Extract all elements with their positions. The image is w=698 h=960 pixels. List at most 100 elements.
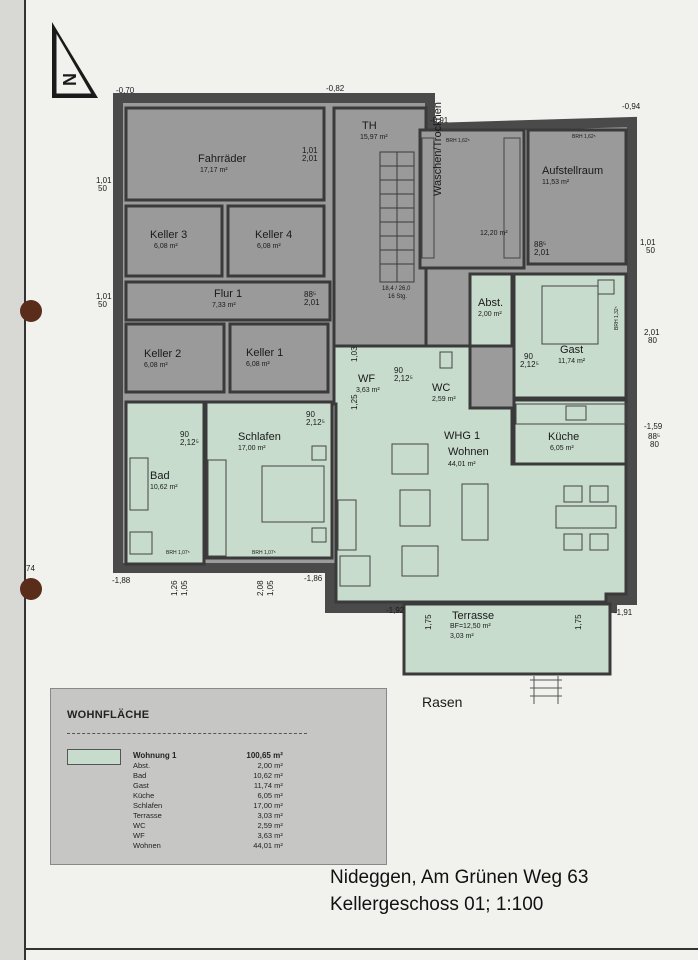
stair-steps: 16 Stg. — [388, 294, 408, 300]
room-area: 17,17 m² — [200, 167, 228, 174]
furniture — [129, 137, 627, 587]
dimension: 80 — [648, 336, 657, 345]
window-sill: BRH 1,62⁵ — [572, 134, 596, 140]
room-name: Terrasse — [452, 610, 495, 622]
dimension: 2,12⁵ — [394, 374, 413, 383]
dimension: 2,01 — [644, 328, 660, 337]
level-mark: -1,59 — [644, 422, 663, 431]
dimension: 88⁵ — [534, 240, 547, 249]
legend-name: Terrasse — [133, 811, 162, 820]
window-sill: BRH 1,32⁵ — [614, 306, 620, 330]
room-area: 6,08 m² — [246, 361, 270, 368]
room-area: 15,97 m² — [360, 134, 388, 141]
legend-swatch — [67, 749, 121, 765]
legend-value: 44,01 m² — [253, 841, 283, 850]
room-name: Flur 1 — [214, 288, 243, 300]
legend-title: WOHNFLÄCHE — [67, 709, 150, 721]
room-name: Fahrräder — [198, 153, 247, 165]
dimension: 1,03 — [350, 346, 359, 362]
apartment-name: WHG 1 — [444, 430, 481, 442]
room-name: Abst. — [478, 297, 504, 309]
room-area: 11,53 m² — [542, 179, 570, 186]
room-area: 7,33 m² — [212, 302, 236, 309]
dimension: 2,01 — [304, 298, 320, 307]
room-name: Keller 4 — [255, 229, 293, 241]
window-sill: BRH 1,07⁵ — [166, 550, 190, 556]
dimension: 1,05 — [180, 580, 189, 596]
area-legend: WOHNFLÄCHE Wohnung 1 100,65 m² Abst. 2,00… — [50, 688, 387, 865]
level-mark: -1,92 — [386, 606, 405, 615]
dimension: 50 — [98, 300, 107, 309]
apartment-rooms — [124, 272, 628, 676]
dimension: 1,01 — [96, 176, 112, 185]
legend-value: 2,00 m² — [257, 761, 283, 770]
legend-value: 100,65 m² — [246, 751, 283, 760]
level-mark: -1,86 — [304, 574, 323, 583]
dimension: 1,26 — [170, 580, 179, 596]
plan-subtitle: Kellergeschoss 01; 1:100 — [330, 894, 544, 915]
legend-name: Abst. — [133, 761, 151, 770]
plan-title: Nideggen, Am Grünen Weg 63 — [330, 867, 589, 888]
room-name: Wohnen — [448, 446, 489, 458]
room-name: Aufstellraum — [542, 165, 604, 177]
dimension: 1,05 — [266, 580, 275, 596]
legend-name: Wohnen — [133, 841, 161, 850]
dimension: 80 — [650, 440, 659, 449]
room-name: Küche — [548, 431, 580, 443]
dimension: 88⁵ — [648, 432, 661, 441]
room-name: Schlafen — [238, 431, 281, 443]
room-area: 2,00 m² — [478, 311, 502, 318]
room-name: TH — [362, 120, 377, 132]
room-area: 11,74 m² — [558, 358, 586, 365]
legend-value: 6,05 m² — [257, 791, 283, 800]
legend-row: Wohnen 44,01 m² — [133, 841, 283, 851]
window-sill: BRH 1,07⁵ — [252, 550, 276, 556]
legend-name: Wohnung 1 — [133, 751, 177, 760]
grey-rooms — [124, 106, 628, 400]
legend-row: Wohnung 1 100,65 m² — [133, 751, 283, 761]
room-area: 6,08 m² — [257, 243, 281, 250]
dimension: 2,01 — [302, 154, 318, 163]
room-area: 17,00 m² — [238, 445, 266, 452]
legend-name: Schlafen — [133, 801, 163, 810]
legend-row: Küche 6,05 m² — [133, 791, 283, 801]
room-area: 6,08 m² — [144, 362, 168, 369]
legend-name: Küche — [133, 791, 155, 800]
dimension: 2,12⁵ — [520, 360, 539, 369]
room-name: WF — [358, 373, 376, 385]
dimension: 88⁵ — [304, 290, 317, 299]
level-mark: -0,70 — [116, 86, 135, 95]
north-arrow-icon: N — [52, 22, 98, 98]
dimension: 90 — [524, 352, 533, 361]
dimension: 2,12⁵ — [306, 418, 325, 427]
stair-label: 18,4 / 26,0 — [382, 286, 411, 292]
room-name: Keller 1 — [246, 347, 284, 359]
room-name: Bad — [150, 470, 170, 482]
dimension: 2,08 — [256, 580, 265, 596]
dimension: 50 — [98, 184, 107, 193]
legend-value: 10,62 m² — [253, 771, 283, 780]
room-name: Gast — [560, 344, 584, 356]
legend-value: 11,74 m² — [253, 781, 283, 790]
dimension: 1,75 — [424, 614, 433, 630]
level-mark: -1,88 — [112, 576, 131, 585]
room-name: Keller 2 — [144, 348, 182, 360]
lawn-label: Rasen — [422, 694, 463, 710]
room-area: 6,05 m² — [550, 445, 574, 452]
legend-value: 3,03 m² — [257, 811, 283, 820]
sheet-bottom-edge — [24, 948, 698, 950]
legend-name: WF — [133, 831, 145, 840]
punch-hole — [20, 300, 42, 322]
level-mark: -0,94 — [622, 102, 641, 111]
legend-name: Gast — [133, 781, 149, 790]
dimension: 1,25 — [350, 394, 359, 410]
dimension: 2,12⁵ — [180, 438, 199, 447]
room-name: WC — [432, 382, 451, 394]
legend-value: 3,63 m² — [257, 831, 283, 840]
dimension: 90 — [394, 366, 403, 375]
legend-name: WC — [133, 821, 146, 830]
